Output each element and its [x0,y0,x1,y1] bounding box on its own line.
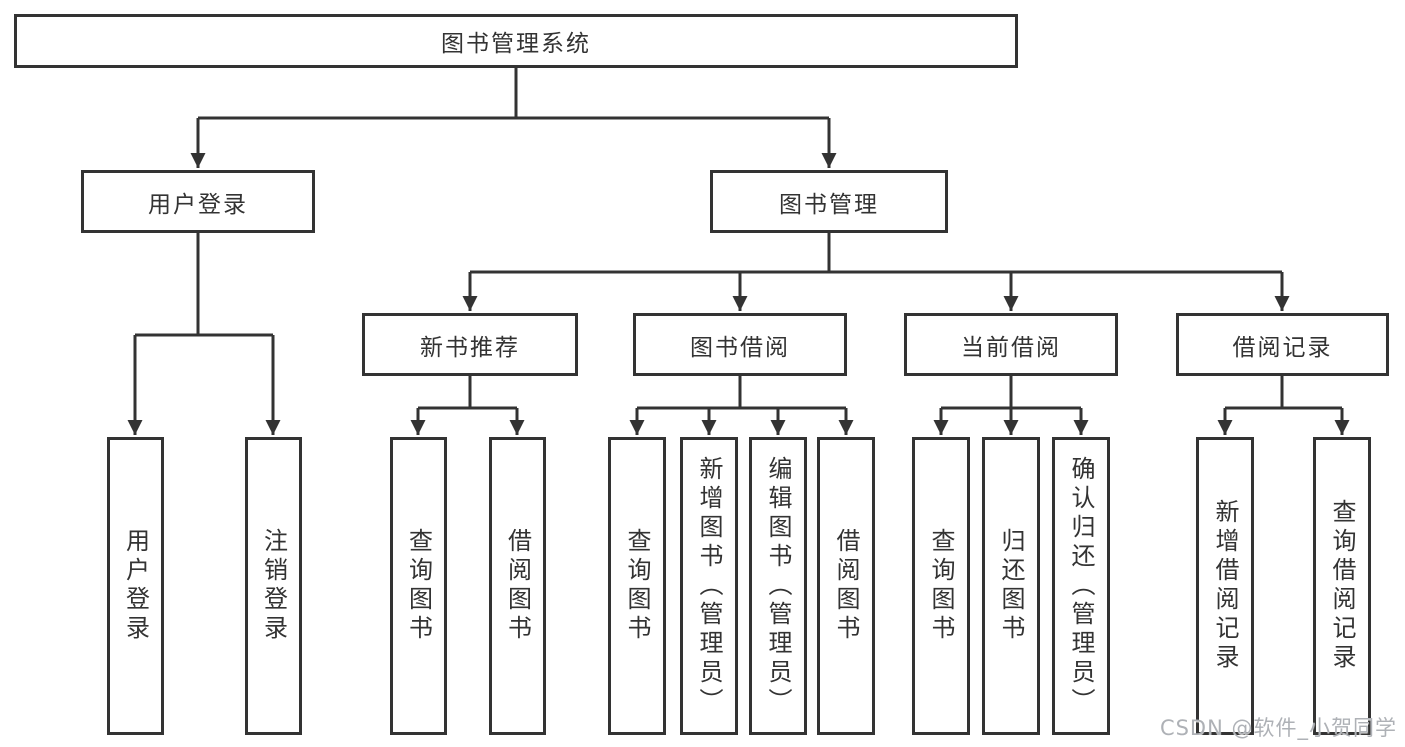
node-book-management: 图书管理 [710,170,948,233]
watermark-text: CSDN @软件_小贺同学 [1159,716,1397,740]
leaf-add-book-admin: 新增图书（管理员） [680,437,738,735]
node-current-borrowing: 当前借阅 [904,313,1118,376]
leaf-edit-book-admin: 编辑图书（管理员） [749,437,807,735]
node-root: 图书管理系统 [14,14,1018,68]
leaf-confirm-return-admin: 确认归还（管理员） [1052,437,1110,735]
leaf-query-books-recommend: 查询图书 [390,437,447,735]
node-new-book-recommend: 新书推荐 [362,313,578,376]
leaf-borrow-books-borrowing: 借阅图书 [817,437,875,735]
leaf-query-borrow-record: 查询借阅记录 [1313,437,1371,735]
leaf-query-books-current: 查询图书 [912,437,970,735]
leaf-user-login: 用户登录 [107,437,164,735]
node-user-login: 用户登录 [81,170,315,233]
node-book-borrowing: 图书借阅 [633,313,847,376]
leaf-add-borrow-record: 新增借阅记录 [1196,437,1254,735]
leaf-return-books: 归还图书 [982,437,1040,735]
leaf-logout: 注销登录 [245,437,302,735]
leaf-query-books-borrowing: 查询图书 [608,437,666,735]
leaf-borrow-books-recommend: 借阅图书 [489,437,546,735]
node-borrow-records: 借阅记录 [1176,313,1389,376]
